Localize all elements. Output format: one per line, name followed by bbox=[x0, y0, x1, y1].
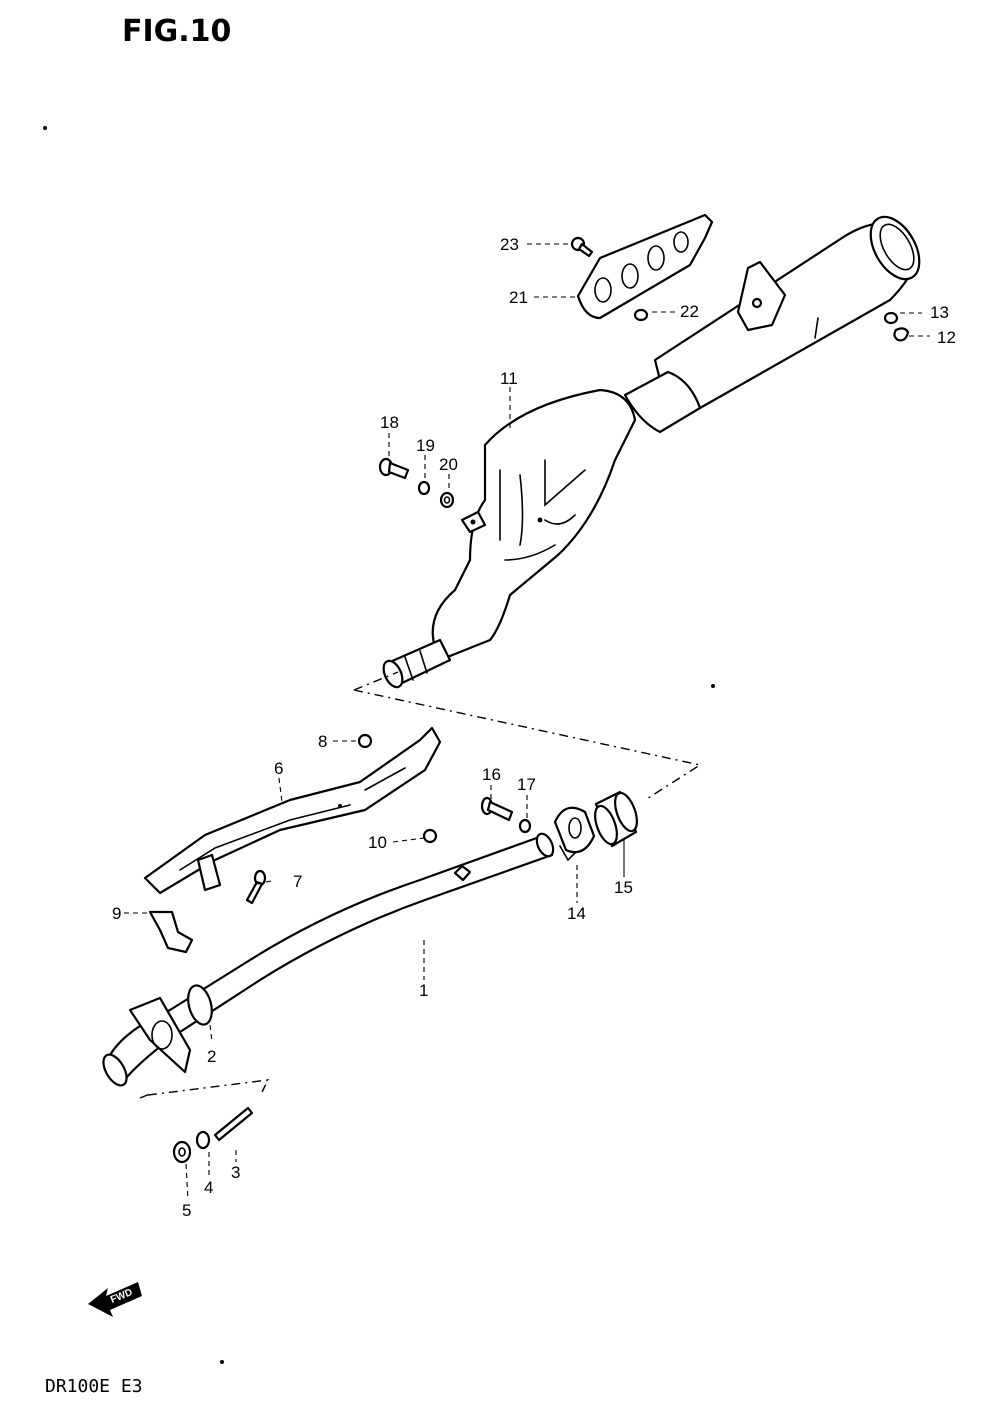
bracket-clip bbox=[196, 853, 222, 892]
callout-4: 4 bbox=[204, 1178, 213, 1197]
callout-5: 5 bbox=[182, 1201, 191, 1220]
callout-13: 13 bbox=[930, 303, 949, 322]
leader-lines bbox=[124, 243, 930, 1201]
washer-4 bbox=[195, 1130, 211, 1150]
pipe-protector bbox=[143, 726, 442, 895]
callout-19: 19 bbox=[416, 436, 435, 455]
callout-3: 3 bbox=[231, 1163, 240, 1182]
gasket-2 bbox=[187, 984, 213, 1026]
speck bbox=[711, 684, 715, 688]
callout-20: 20 bbox=[439, 455, 458, 474]
assembly-line bbox=[353, 671, 702, 801]
callout-18: 18 bbox=[380, 413, 399, 432]
forward-arrow-icon: FWD bbox=[88, 1282, 142, 1317]
exhaust-pipe bbox=[102, 832, 555, 1087]
callout-14: 14 bbox=[567, 904, 586, 923]
bracket-9 bbox=[148, 910, 194, 954]
screw-10 bbox=[422, 828, 438, 844]
bolt-7 bbox=[245, 869, 267, 905]
clamp-14 bbox=[553, 806, 596, 862]
callout-7: 7 bbox=[293, 872, 302, 891]
callout-22: 22 bbox=[680, 302, 699, 321]
heat-guard-upper bbox=[576, 213, 714, 320]
speck bbox=[43, 126, 47, 130]
callout-12: 12 bbox=[937, 328, 956, 347]
screw-8 bbox=[357, 733, 373, 749]
nut-5 bbox=[172, 1140, 192, 1164]
callout-8: 8 bbox=[318, 732, 327, 751]
callout-17: 17 bbox=[517, 775, 536, 794]
washer-13 bbox=[883, 311, 899, 325]
bolt-16 bbox=[480, 796, 514, 822]
model-code: DR100E E3 bbox=[45, 1376, 143, 1397]
callout-labels: 23 21 22 13 12 11 18 19 20 8 6 10 7 9 16… bbox=[112, 235, 956, 1220]
callout-21: 21 bbox=[509, 288, 528, 307]
callout-6: 6 bbox=[274, 759, 283, 778]
callout-1: 1 bbox=[419, 981, 428, 1000]
washer-19 bbox=[417, 480, 431, 496]
callout-23: 23 bbox=[500, 235, 519, 254]
bolt-23 bbox=[570, 236, 594, 258]
bolt-18 bbox=[378, 457, 410, 480]
muffler-assembly bbox=[382, 215, 921, 689]
callout-15: 15 bbox=[614, 878, 633, 897]
nut-20 bbox=[439, 491, 455, 509]
assembly-line-flange bbox=[139, 1079, 270, 1099]
callout-2: 2 bbox=[207, 1047, 216, 1066]
callout-11: 11 bbox=[500, 369, 518, 388]
callout-9: 9 bbox=[112, 904, 121, 923]
callout-10: 10 bbox=[368, 833, 387, 852]
speck bbox=[220, 1360, 224, 1364]
clip-12 bbox=[893, 327, 910, 342]
stud-3 bbox=[213, 1106, 254, 1142]
figure-title: FIG.10 bbox=[122, 14, 231, 49]
nut-22 bbox=[633, 308, 649, 322]
nut-17 bbox=[518, 818, 532, 834]
callout-16: 16 bbox=[482, 765, 501, 784]
gasket-15 bbox=[594, 790, 638, 848]
